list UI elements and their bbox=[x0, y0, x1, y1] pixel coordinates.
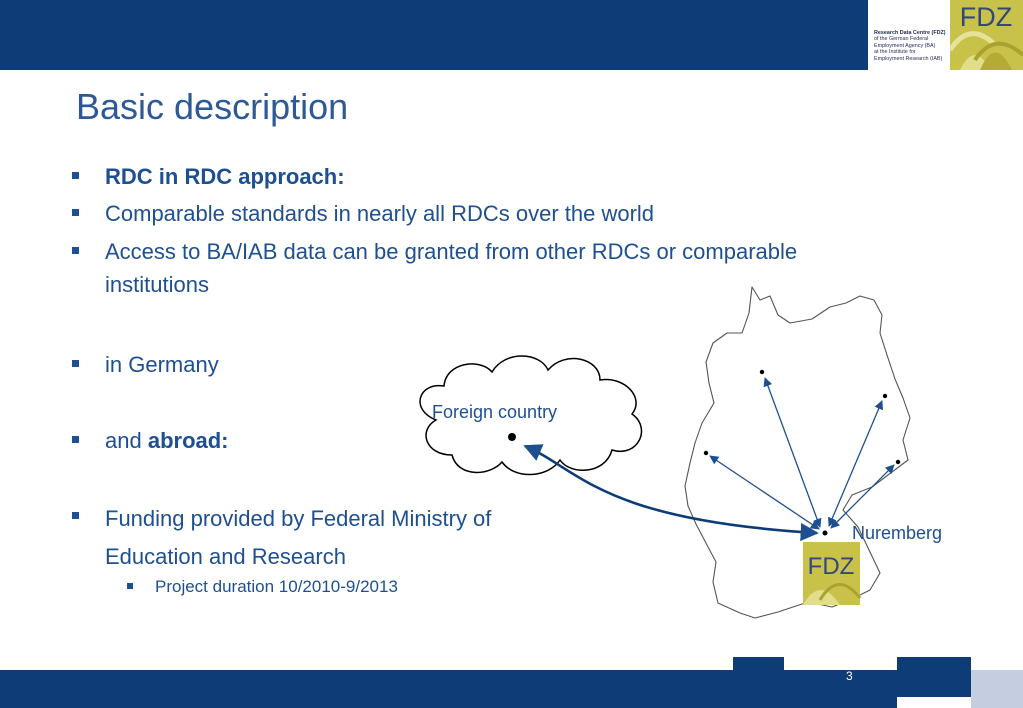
rdc-location-dot bbox=[895, 459, 901, 465]
logo-line: Employment Research (IAB) bbox=[874, 55, 943, 62]
bullet-square-icon bbox=[72, 512, 79, 519]
foreign-country-label: Foreign country bbox=[432, 402, 558, 422]
foreign-connection-arrow bbox=[523, 444, 819, 542]
connection-arrow bbox=[763, 377, 822, 528]
bullet-square-icon bbox=[72, 436, 79, 443]
bullet-square-icon bbox=[72, 360, 79, 367]
connection-arrow bbox=[830, 464, 895, 529]
logo-line: at the Institute for bbox=[874, 49, 916, 56]
footer-bar bbox=[0, 670, 733, 708]
footer-light-block bbox=[971, 670, 1023, 708]
fdz-map-logo: FDZ bbox=[803, 542, 862, 605]
header-bar bbox=[0, 0, 1023, 70]
fdz-logo: Research Data Centre (FDZ) of the German… bbox=[868, 0, 1023, 70]
connection-arrow bbox=[709, 455, 820, 530]
bullet-text: and abroad: bbox=[105, 424, 229, 457]
logo-mark-text: FDZ bbox=[960, 2, 1012, 32]
nuremberg-dot bbox=[822, 530, 828, 536]
logo-title: Research Data Centre (FDZ) bbox=[874, 30, 946, 36]
germany-map-outline bbox=[684, 286, 911, 619]
bullet-line: Funding provided by Federal Ministry of bbox=[105, 506, 492, 531]
bullet-square-icon bbox=[127, 583, 133, 589]
bullet-square-icon bbox=[72, 209, 79, 216]
foreign-country-dot bbox=[508, 433, 516, 441]
footer-tab bbox=[733, 657, 784, 708]
bullet-text: in Germany bbox=[105, 352, 219, 377]
fdz-logo-mark: FDZ bbox=[950, 0, 1023, 70]
sub-bullet-text: Project duration 10/2010-9/2013 bbox=[155, 577, 398, 596]
connection-arrow bbox=[828, 400, 883, 527]
bullet-line: Education and Research bbox=[105, 544, 346, 569]
footer-bar-segment bbox=[784, 670, 897, 708]
rdc-location-dot bbox=[882, 393, 888, 399]
bullet-text: Access to BA/IAB data can be granted fro… bbox=[105, 235, 797, 301]
rdc-location-dot bbox=[703, 450, 709, 456]
bullet-bold: abroad: bbox=[147, 428, 229, 453]
logo-line: of the German Federal bbox=[874, 36, 929, 43]
logo-line: Employment Agency (BA) bbox=[874, 42, 936, 49]
page-number: 3 bbox=[846, 669, 853, 683]
nuremberg-label: Nuremberg bbox=[852, 523, 943, 543]
bullet-square-icon bbox=[72, 247, 79, 254]
rdc-location-dot bbox=[759, 369, 765, 375]
bullet-line: institutions bbox=[105, 272, 209, 297]
bullet-line: Access to BA/IAB data can be granted fro… bbox=[105, 239, 798, 264]
fdz-map-logo-text: FDZ bbox=[808, 553, 855, 580]
bullet-text: Comparable standards in nearly all RDCs … bbox=[105, 201, 655, 226]
bullet-text: Funding provided by Federal Ministry of … bbox=[105, 500, 491, 576]
bullet-prefix: and bbox=[105, 428, 148, 453]
footer-tab bbox=[897, 657, 971, 697]
bullet-text: RDC in RDC approach: bbox=[105, 164, 345, 189]
logo-text: Research Data Centre (FDZ) of the German… bbox=[874, 30, 962, 62]
bullet-square-icon bbox=[72, 172, 79, 179]
slide-title: Basic description bbox=[76, 86, 349, 127]
